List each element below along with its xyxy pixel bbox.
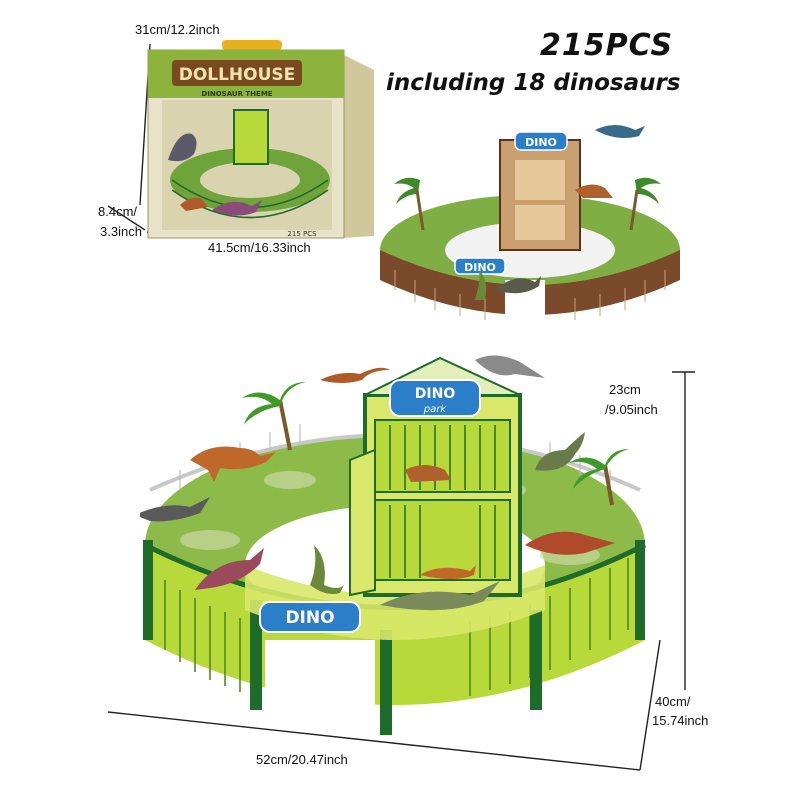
- product-box: DOLLHOUSE DINOSAUR THEME 215 PCS: [147, 40, 374, 239]
- trex-figure: [380, 581, 500, 611]
- dinosaur-count-subtitle: including 18 dinosaurs: [386, 70, 681, 96]
- pterosaur-figure: [320, 367, 390, 383]
- playset-depth-label-line2: 15.74inch: [652, 713, 709, 728]
- brown-gate-sign: DINO: [464, 261, 496, 274]
- box-brand-text: DOLLHOUSE: [179, 65, 296, 85]
- playset-depth-label-line1: 40cm/: [655, 694, 691, 709]
- tower-sign-sub: park: [423, 404, 448, 415]
- small-dino-figure: [420, 565, 476, 579]
- gate-sign: DINO: [285, 608, 334, 628]
- brachiosaurus-red-figure: [525, 531, 615, 555]
- box-depth-label-line2: 3.3inch: [100, 224, 142, 239]
- green-playset-image: DINO park DINO: [140, 355, 647, 735]
- raptor-figure: [140, 497, 210, 522]
- playset-width-label: 52cm/20.47inch: [256, 752, 348, 767]
- box-height-label: 31cm/12.2inch: [135, 22, 220, 37]
- pieces-count-headline: 215PCS: [540, 28, 674, 63]
- box-pcs-text: 215 PCS: [287, 230, 317, 238]
- box-theme-text: DINOSAUR THEME: [201, 90, 272, 98]
- ankylosaur-figure: [190, 446, 276, 482]
- playset-height-label-line2: /9.05inch: [605, 402, 658, 417]
- box-width-label: 41.5cm/16.33inch: [208, 240, 311, 255]
- brachiosaurus-small-figure: [310, 545, 344, 594]
- brown-tower-sign: DINO: [525, 136, 557, 149]
- tower-sign-main: DINO: [415, 386, 456, 402]
- tower-inside-dino-figure: [405, 465, 451, 482]
- brachiosaurus-green-figure: [535, 432, 585, 471]
- playset-height-label-line1: 23cm: [609, 382, 641, 397]
- tower-top-dino-figure: [475, 355, 545, 378]
- brown-playset-image: DINO DINO: [380, 125, 680, 330]
- spinosaurus-figure: [195, 548, 264, 590]
